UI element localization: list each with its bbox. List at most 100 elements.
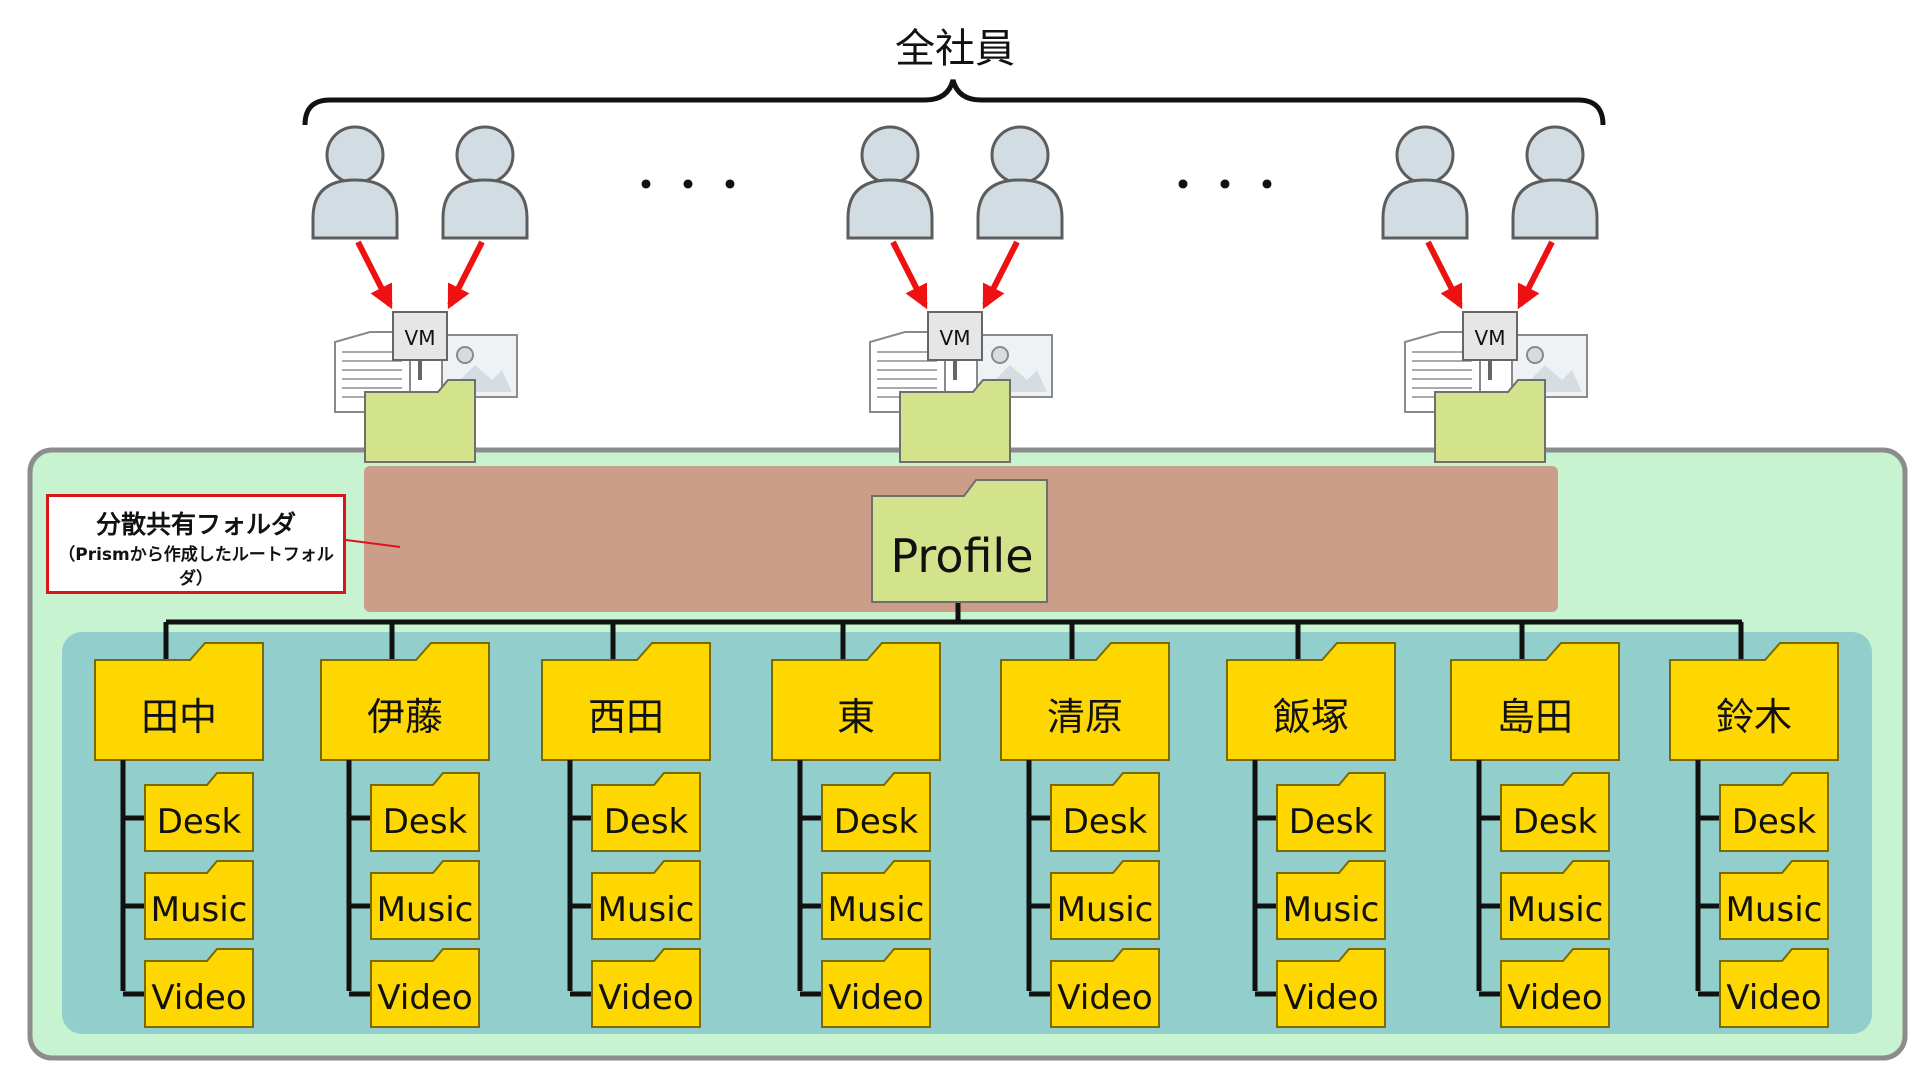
subfolder[interactable]: Music — [1479, 860, 1610, 940]
folder-icon — [370, 948, 480, 1028]
user-folders-area — [62, 632, 1872, 1034]
vm-icon: VM — [392, 311, 448, 380]
arrow-icon — [890, 240, 928, 310]
folder-icon — [1500, 772, 1610, 852]
vm-icon: VM — [927, 311, 983, 380]
callout-title: 分散共有フォルダ — [95, 510, 296, 539]
folder-icon — [364, 379, 476, 463]
folder-icon — [591, 860, 701, 940]
folder-icon — [1050, 860, 1160, 940]
folder-icon — [591, 948, 701, 1028]
subfolder[interactable]: Music — [800, 860, 931, 940]
vm-icon: VM — [1462, 311, 1518, 380]
subfolder-label: Music — [828, 890, 925, 930]
subfolder[interactable]: Desk — [1698, 772, 1829, 852]
arrow-icon — [1425, 240, 1463, 310]
arrow-icon — [982, 240, 1020, 310]
subfolder[interactable]: Video — [1029, 948, 1160, 1028]
subfolder[interactable]: Video — [1255, 948, 1386, 1028]
arrow-icon — [355, 240, 393, 310]
user-folder-label: 田中 — [141, 695, 217, 739]
user-groups: 田中DeskMusicVideo伊藤DeskMusicVideo西田DeskMu… — [94, 622, 1839, 1028]
callout-box: 分散共有フォルダ （Prismから作成したルートフォルダ） — [46, 494, 346, 594]
subfolder-label: Music — [1283, 890, 1380, 930]
folder-icon — [1719, 860, 1829, 940]
folder-icon — [1669, 642, 1839, 761]
subfolder[interactable]: Video — [570, 948, 701, 1028]
folder-icon — [1226, 642, 1396, 761]
folder-icon — [144, 772, 254, 852]
subfolder-label: Desk — [604, 802, 689, 842]
subfolder[interactable]: Music — [1255, 860, 1386, 940]
person-icon — [1511, 125, 1599, 240]
subfolder[interactable]: Video — [1698, 948, 1829, 1028]
folder-icon — [1434, 379, 1546, 463]
subfolder-label: Music — [377, 890, 474, 930]
subfolder[interactable]: Music — [1029, 860, 1160, 940]
folder-icon — [144, 948, 254, 1028]
folder-icon — [370, 772, 480, 852]
subfolder-label: Video — [828, 978, 923, 1018]
arrow-icon — [1517, 240, 1555, 310]
subfolder-label: Desk — [157, 802, 242, 842]
folder-icon — [591, 772, 701, 852]
subfolder[interactable]: Video — [123, 948, 254, 1028]
callout-subtitle: （Prismから作成したルートフォルダ） — [58, 545, 334, 589]
folder-icon — [821, 772, 931, 852]
subfolder-label: Music — [1507, 890, 1604, 930]
subfolder[interactable]: Video — [800, 948, 931, 1028]
person-icon — [311, 125, 399, 240]
brace — [302, 79, 1606, 126]
folder-icon — [1719, 948, 1829, 1028]
user-folder-label: 伊藤 — [367, 695, 443, 739]
subfolder-label: Video — [598, 978, 693, 1018]
subfolder[interactable]: Desk — [570, 772, 701, 852]
subfolder[interactable]: Desk — [123, 772, 254, 852]
vm-label: VM — [1475, 326, 1506, 350]
subfolder[interactable]: Music — [570, 860, 701, 940]
subfolder[interactable]: Desk — [349, 772, 480, 852]
subfolder[interactable]: Desk — [800, 772, 931, 852]
user-folder-label: 清原 — [1047, 695, 1123, 739]
subfolder[interactable]: Desk — [1479, 772, 1610, 852]
folder-icon — [1050, 948, 1160, 1028]
vm-group: VM — [1381, 125, 1599, 463]
user-folder-label: 鈴木 — [1716, 695, 1792, 739]
subfolder-label: Desk — [1289, 802, 1374, 842]
subfolder-label: Desk — [1063, 802, 1148, 842]
subfolder[interactable]: Video — [1479, 948, 1610, 1028]
vm-group: VM — [311, 125, 529, 463]
title: 全社員 — [895, 26, 1015, 72]
subfolder[interactable]: Music — [123, 860, 254, 940]
person-icon — [1381, 125, 1469, 240]
subfolder[interactable]: Music — [1698, 860, 1829, 940]
ellipsis-2: ・・・ — [1162, 161, 1288, 210]
subfolder[interactable]: Music — [349, 860, 480, 940]
subfolder-label: Desk — [1513, 802, 1598, 842]
vm-label: VM — [940, 326, 971, 350]
person-icon — [846, 125, 934, 240]
subfolder-label: Video — [1726, 978, 1821, 1018]
subfolder[interactable]: Desk — [1255, 772, 1386, 852]
folder-icon — [94, 642, 264, 761]
person-icon — [441, 125, 529, 240]
subfolder[interactable]: Video — [349, 948, 480, 1028]
folder-icon — [1000, 642, 1170, 761]
folder-icon — [821, 948, 931, 1028]
subfolder-label: Video — [1507, 978, 1602, 1018]
profile-folder[interactable]: Profile — [871, 479, 1048, 603]
user-folder-label: 西田 — [588, 695, 664, 739]
user-folder-label: 島田 — [1497, 695, 1573, 739]
arrow-icon — [447, 240, 485, 310]
folder-icon — [541, 642, 711, 761]
subfolder[interactable]: Desk — [1029, 772, 1160, 852]
callout-leader — [345, 539, 401, 548]
